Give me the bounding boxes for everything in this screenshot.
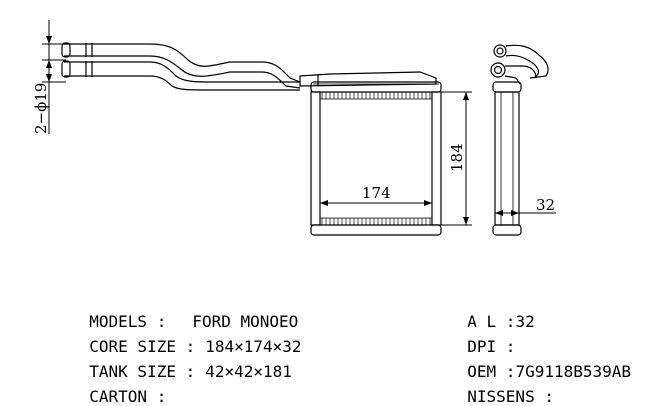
spec-label: CORE SIZE : xyxy=(89,337,196,356)
spec-label: MODELS : xyxy=(89,312,167,331)
core-side-view xyxy=(490,44,549,236)
spec-row-carton: CARTON : xyxy=(70,373,166,405)
height-label: 184 xyxy=(448,143,466,172)
spec-value: 7G9118B539AB xyxy=(515,362,632,381)
spec-row-core-size: CORE SIZE : 184×174×32 xyxy=(70,323,302,356)
spec-label: CARTON : xyxy=(89,387,167,406)
width-dimension xyxy=(320,200,432,206)
inlet-outlet-tubes xyxy=(61,42,437,91)
spec-label: NISSENS : xyxy=(467,387,554,406)
spec-value: 42×42×181 xyxy=(205,362,292,381)
spec-value: 32 xyxy=(515,312,535,331)
spec-row-oem: OEM :7G9118B539AB xyxy=(448,348,631,380)
tube-diameter-label: 2−ϕ19 xyxy=(32,83,50,134)
depth-dimension xyxy=(495,210,556,216)
spec-label: A L : xyxy=(467,312,516,331)
tube-diameter-dimension xyxy=(42,20,66,134)
width-label: 174 xyxy=(362,184,391,202)
spec-value: 184×174×32 xyxy=(205,337,302,356)
spec-value: FORD MONOEO xyxy=(192,312,299,331)
depth-label: 32 xyxy=(536,196,555,214)
core-front-view xyxy=(310,81,442,236)
spec-row-dpi: DPI : xyxy=(448,323,515,355)
spec-label: DPI : xyxy=(467,337,516,356)
spec-row-al: A L :32 xyxy=(448,298,535,331)
spec-row-nissens: NISSENS : xyxy=(448,373,554,405)
spec-label: TANK SIZE : xyxy=(89,362,196,381)
spec-label: OEM : xyxy=(467,362,516,381)
height-dimension xyxy=(441,91,472,226)
spec-row-tank-size: TANK SIZE : 42×42×181 xyxy=(70,348,292,380)
spec-row-models: MODELS : FORD MONOEO xyxy=(70,298,298,330)
